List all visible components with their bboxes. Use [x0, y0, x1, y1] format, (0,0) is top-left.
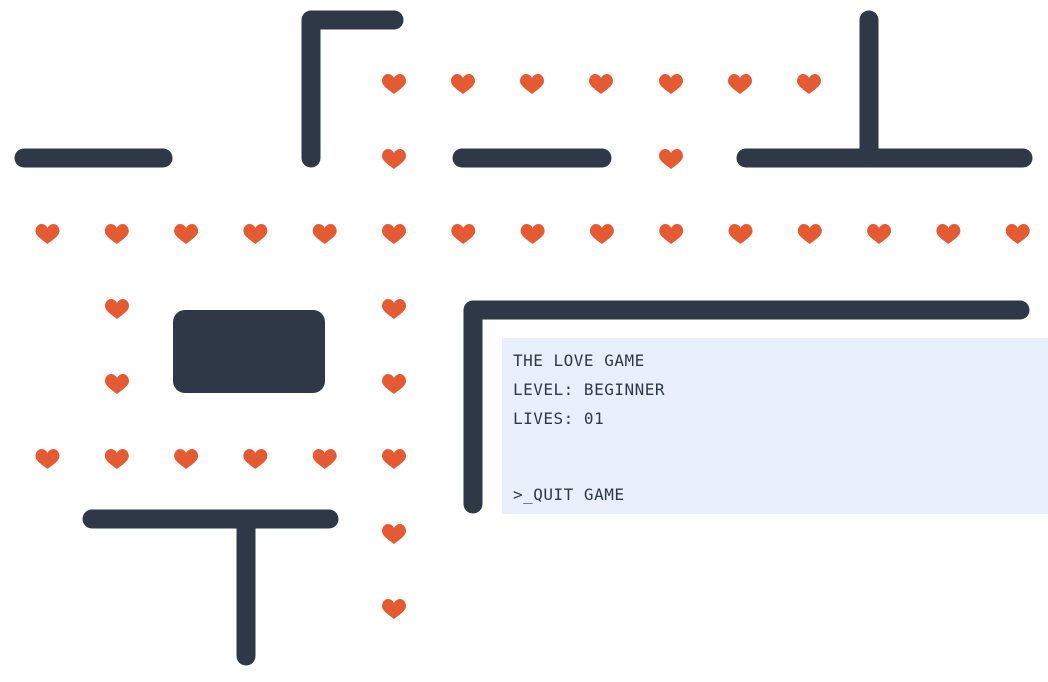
heart-icon	[243, 449, 268, 469]
heart-icon	[1005, 224, 1030, 244]
heart-icon	[104, 449, 129, 469]
heart-icon	[728, 224, 753, 244]
heart-icon	[520, 74, 544, 94]
level-indicator: LEVEL: BEGINNER	[513, 380, 665, 399]
heart-icon	[867, 224, 892, 244]
heart-icon	[797, 74, 821, 94]
heart-icon	[382, 299, 406, 319]
heart-icon	[35, 224, 60, 244]
heart-icon	[451, 74, 475, 94]
heart-icon	[312, 449, 337, 469]
heart-icon	[589, 74, 613, 94]
heart-icon	[382, 374, 406, 394]
heart-icon	[382, 149, 406, 169]
heart-icon	[659, 224, 684, 244]
heart-icon	[659, 149, 683, 169]
heart-icon	[451, 224, 476, 244]
hearts-layer	[35, 74, 1030, 619]
heart-icon	[174, 449, 199, 469]
heart-icon	[382, 524, 406, 544]
heart-icon	[382, 599, 406, 619]
game-info-panel: THE LOVE GAME LEVEL: BEGINNER LIVES: 01 …	[502, 338, 1048, 514]
heart-icon	[936, 224, 961, 244]
maze-wall	[463, 300, 1030, 514]
heart-icon	[243, 224, 268, 244]
heart-icon	[382, 449, 406, 469]
heart-icon	[589, 224, 614, 244]
heart-icon	[520, 224, 545, 244]
heart-icon	[728, 74, 752, 94]
heart-icon	[105, 374, 129, 394]
heart-icon	[659, 74, 683, 94]
quit-game-button[interactable]: >_QUIT GAME	[513, 485, 625, 504]
heart-icon	[105, 299, 129, 319]
heart-icon	[382, 74, 406, 94]
game-title: THE LOVE GAME	[513, 351, 645, 370]
maze-wall	[301, 10, 404, 168]
heart-icon	[312, 224, 337, 244]
heart-icon	[35, 449, 60, 469]
heart-icon	[174, 224, 199, 244]
heart-icon	[797, 224, 822, 244]
heart-icon	[382, 224, 406, 244]
lives-counter: LIVES: 01	[513, 409, 605, 428]
maze-block	[173, 310, 325, 393]
heart-icon	[104, 224, 129, 244]
